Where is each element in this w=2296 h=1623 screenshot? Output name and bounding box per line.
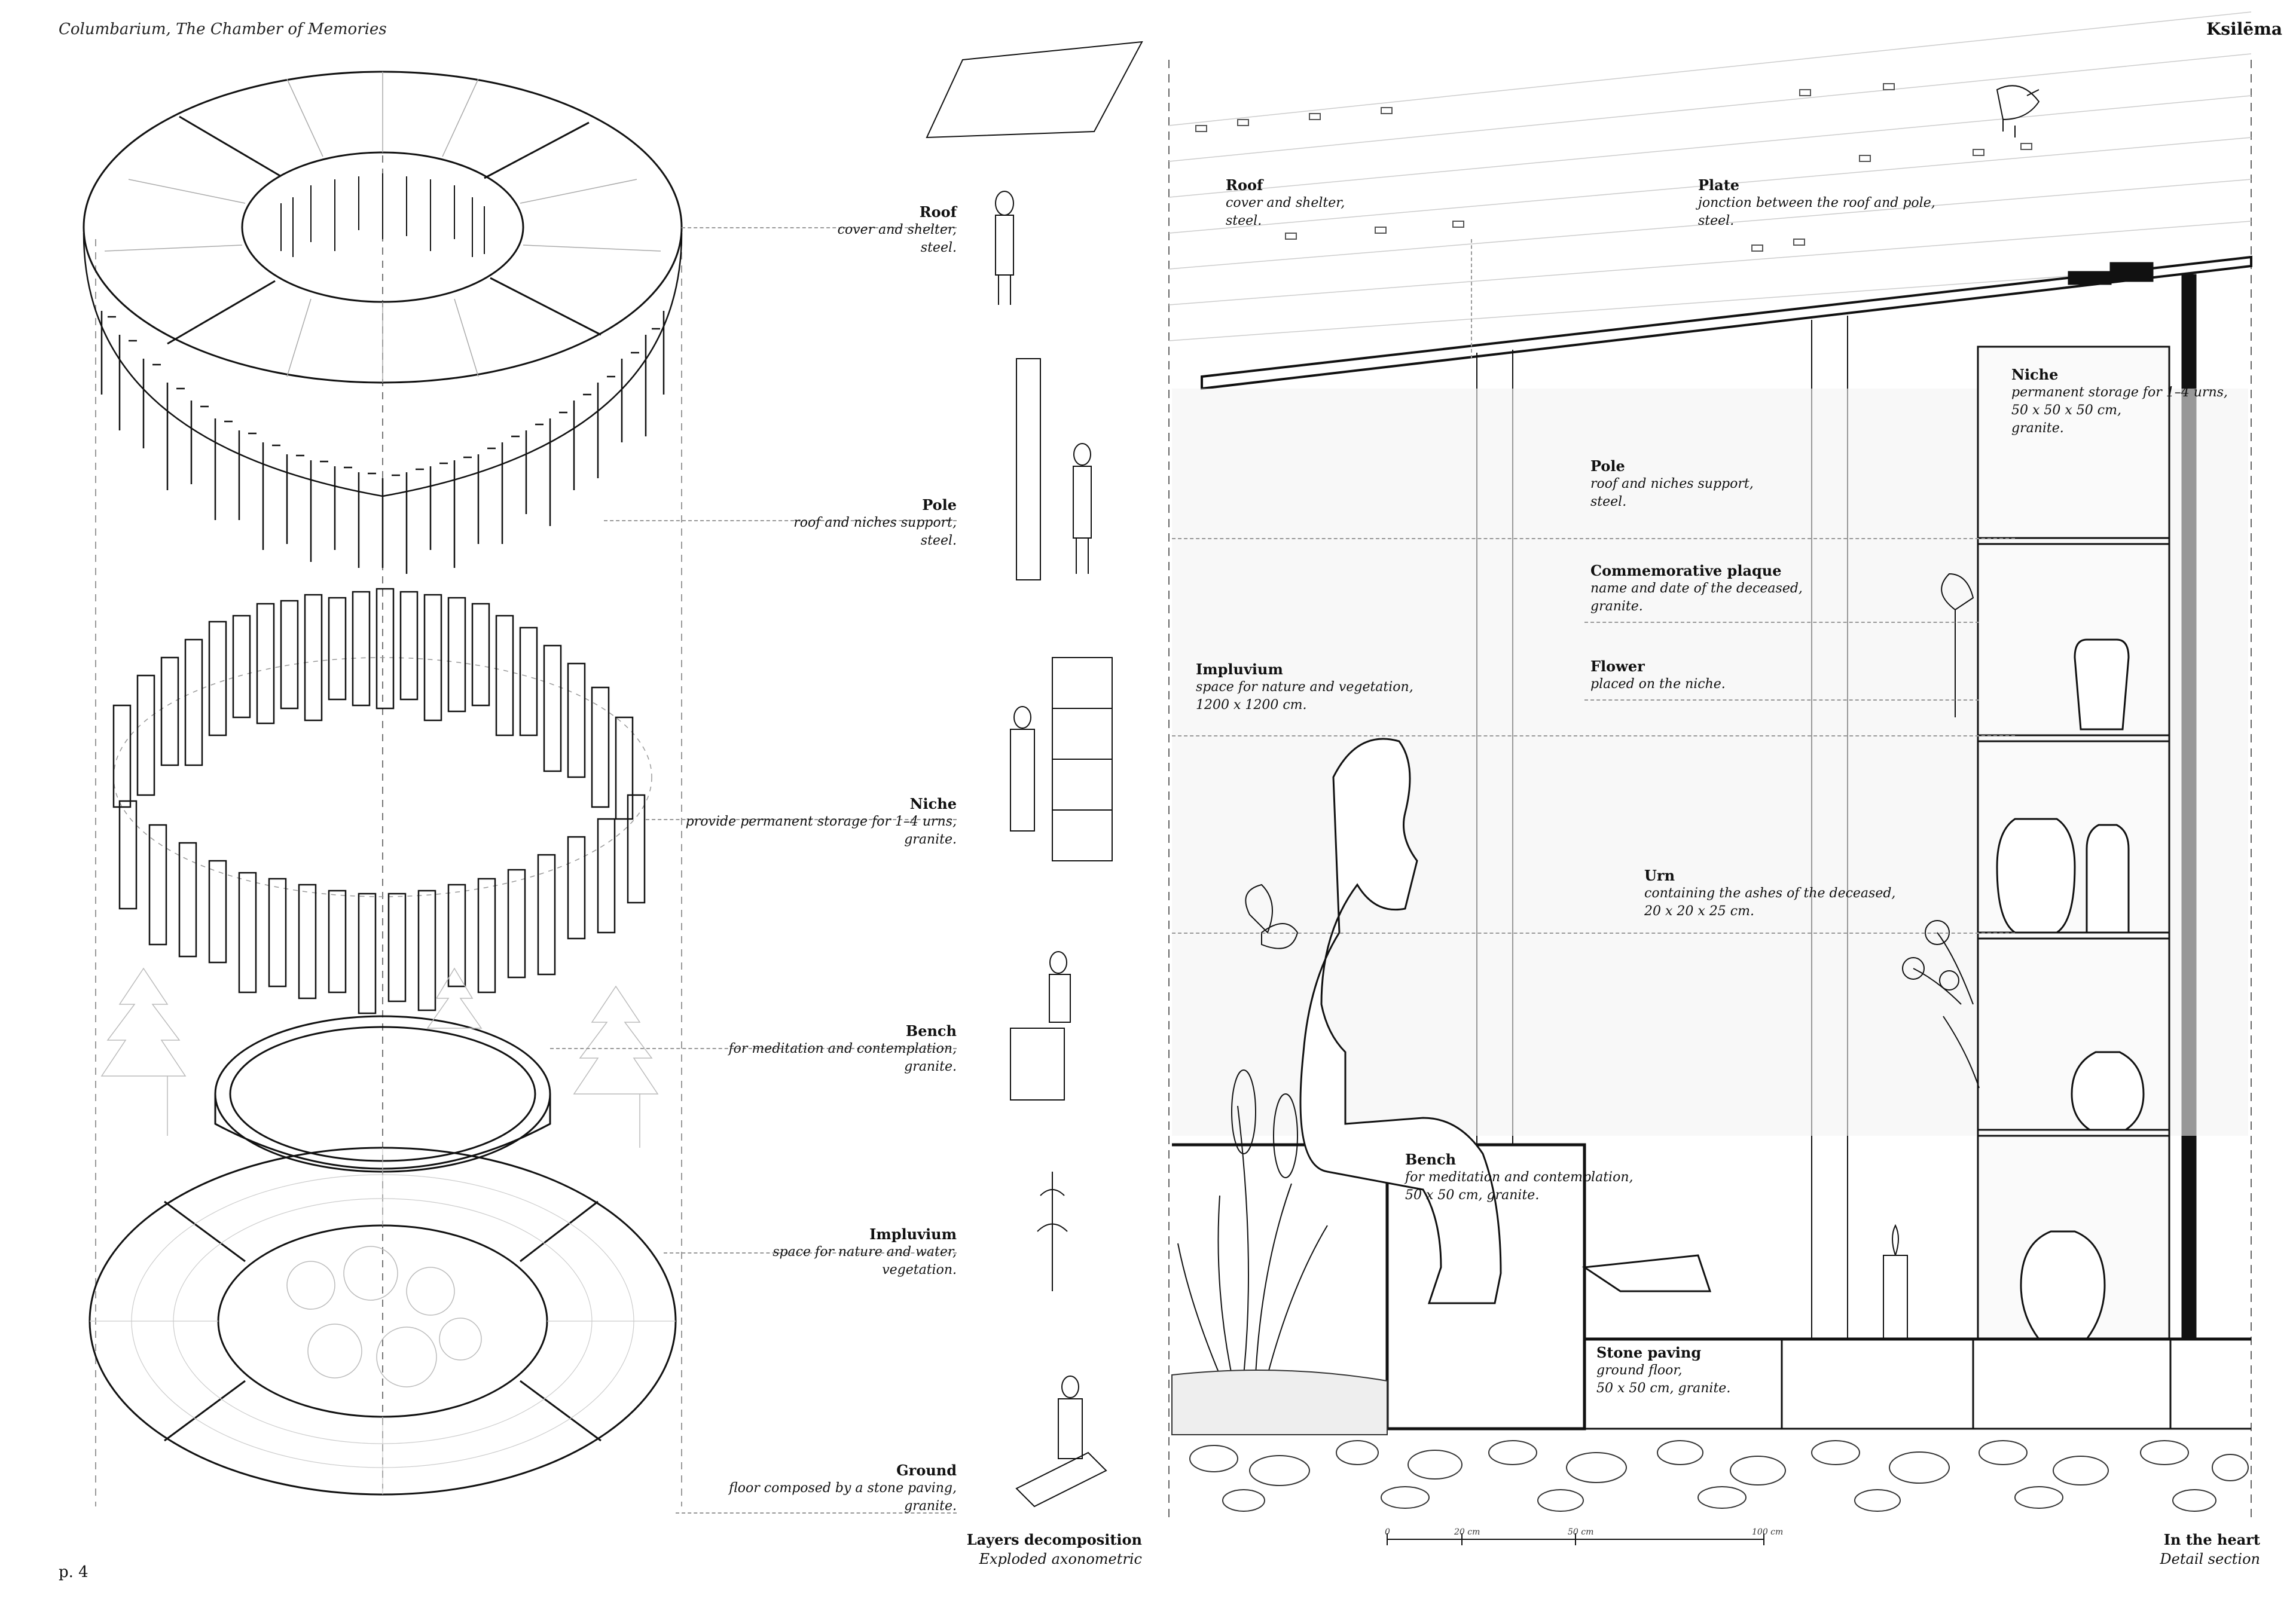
- bench-layer: [100, 967, 659, 1173]
- axo-label-roof: Roof cover and shelter, steel.: [837, 203, 957, 255]
- section-label-bench: Bench for meditation and contemplation, …: [1405, 1151, 1634, 1203]
- roof-layer: [83, 71, 683, 384]
- section-label-impluvium: Impluvium space for nature and vegetatio…: [1196, 661, 1413, 713]
- detail-section-drawing: [1168, 11, 2252, 1545]
- niche-stack: [1977, 346, 2170, 1340]
- seated-woman: [1299, 738, 1712, 1304]
- section-label-urn: Urn containing the ashes of the deceased…: [1644, 867, 1896, 919]
- section-label-niche: Niche permanent storage for 1–4 urns, 50…: [2011, 366, 2228, 436]
- section-label-pole: Pole roof and niches support, steel.: [1590, 457, 1754, 509]
- scale-figures: [926, 41, 1143, 1508]
- pole-layer: [83, 233, 683, 574]
- scale-label-20: 20 cm: [1454, 1527, 1480, 1537]
- scale-label-50: 50 cm: [1568, 1527, 1594, 1537]
- section-label-plaque: Commemorative plaque name and date of th…: [1590, 562, 1803, 614]
- axo-label-pole: Pole roof and niches support, steel.: [793, 496, 957, 548]
- section-label-flower: Flower placed on the niche.: [1590, 658, 1726, 692]
- ground-layer: [88, 1147, 677, 1496]
- section-label-roof: Roof cover and shelter, steel.: [1226, 176, 1345, 228]
- niche-layer: [112, 588, 652, 1014]
- axonometric-caption: Layers decomposition Exploded axonometri…: [966, 1531, 1142, 1567]
- section-label-plate: Plate jonction between the roof and pole…: [1698, 176, 1935, 228]
- scale-label-100: 100 cm: [1752, 1527, 1784, 1537]
- scale-bar: [1387, 1533, 1764, 1545]
- section-label-stone-paving: Stone paving ground floor, 50 x 50 cm, g…: [1596, 1344, 1731, 1396]
- section-caption: In the heart Detail section: [2160, 1531, 2260, 1567]
- exploded-axonometric-drawing: [83, 41, 1143, 1508]
- axo-label-ground: Ground floor composed by a stone paving,…: [729, 1462, 957, 1514]
- project-title: Columbarium, The Chamber of Memories: [59, 20, 387, 38]
- brand-name: Ksilēma: [2206, 19, 2282, 39]
- axo-label-niche: Niche provide permanent storage for 1–4 …: [685, 795, 957, 847]
- bird: [1996, 85, 2040, 137]
- scale-label-0: 0: [1385, 1527, 1390, 1537]
- axo-label-bench: Bench for meditation and contemplation, …: [728, 1022, 957, 1074]
- axo-label-impluvium: Impluvium space for nature and water, ve…: [773, 1225, 957, 1277]
- page-number: p. 4: [59, 1563, 88, 1581]
